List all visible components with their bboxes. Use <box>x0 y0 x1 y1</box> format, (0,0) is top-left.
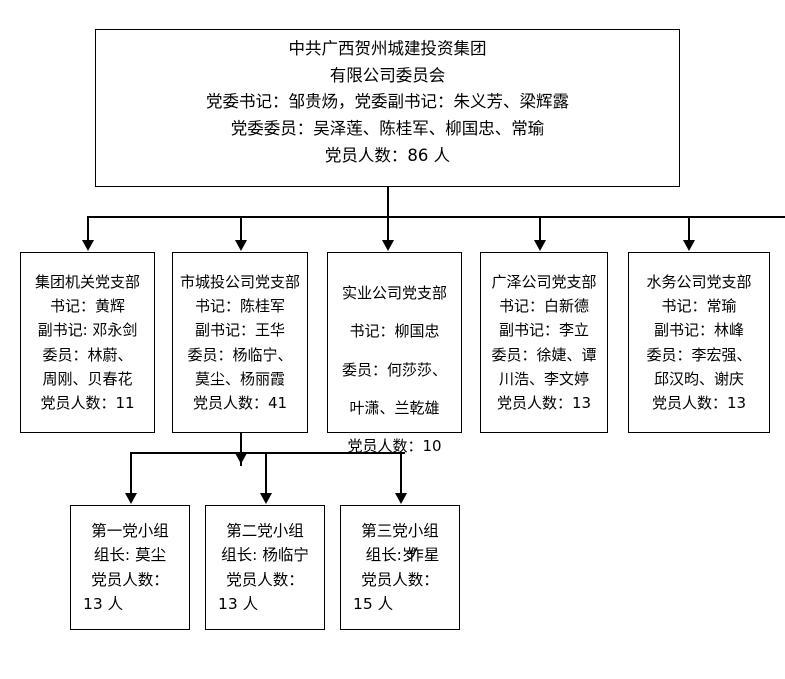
branch3-line-3: 副书记：李立 <box>498 321 589 340</box>
arrowhead-g0 <box>125 493 137 504</box>
group2-leader-glyph-b: 作星 <box>408 546 440 565</box>
group1-count-label: 党员人数： <box>226 570 304 589</box>
node-guangze-company-branch[interactable]: 广泽公司党支部 书记：白新德 副书记：李立 委员：徐婕、谭 川浩、李文婷 党员人… <box>480 252 608 433</box>
group0-leader: 组长: 莫尘 <box>93 546 167 565</box>
connector-drop-b2 <box>387 216 389 241</box>
arrowhead-b3 <box>534 240 546 251</box>
group0-title: 第一党小组 <box>91 521 169 540</box>
node-industrial-company-branch[interactable]: 实业公司党支部 书记：柳国忠 委员：何莎莎、 叶潇、兰乾雄 党员人数：10 <box>327 252 462 455</box>
connector-root-stem <box>387 187 389 216</box>
branch2-line-5: 党员人数：10 <box>347 437 442 456</box>
group2-count-label: 党员人数： <box>361 570 439 589</box>
connector-drop-g1 <box>265 452 267 494</box>
branch3-line-5: 川浩、李文婷 <box>498 369 589 388</box>
branch4-line-4: 委员：李宏强、 <box>646 345 752 364</box>
branch1-line-3: 副书记：王华 <box>194 321 285 340</box>
group1-title: 第二党小组 <box>226 521 304 540</box>
root-line-2: 有限公司委员会 <box>329 65 446 85</box>
connector-group-bus <box>130 452 405 454</box>
connector-drop-g2 <box>400 452 402 494</box>
group1-count-value: 13 人 <box>218 594 259 613</box>
branch4-line-3: 副书记：林峰 <box>653 321 744 340</box>
branch4-line-6: 党员人数：13 <box>651 394 747 413</box>
connector-drop-b3 <box>539 216 541 241</box>
branch0-line-5: 周刚、贝春花 <box>42 369 133 388</box>
branch2-line-3: 委员：何莎莎、 <box>341 360 447 379</box>
connector-drop-b1 <box>240 216 242 241</box>
group2-leader: 组长:岁作星 <box>365 543 440 567</box>
branch3-line-2: 书记：白新德 <box>498 296 589 315</box>
branch1-line-5: 莫尘、杨丽霞 <box>194 369 285 388</box>
arrowhead-b4 <box>683 240 695 251</box>
branch4-line-5: 邱汉昀、谢庆 <box>653 369 744 388</box>
branch0-line-1: 集团机关党支部 <box>34 272 140 291</box>
node-water-company-branch[interactable]: 水务公司党支部 书记：常瑜 副书记：林峰 委员：李宏强、 邱汉昀、谢庆 党员人数… <box>628 252 770 433</box>
arrowhead-b2 <box>382 240 394 251</box>
node-party-group-two[interactable]: 第二党小组 组长: 杨临宁 党员人数： 13 人 <box>205 505 325 630</box>
connector-branch1-stem <box>240 433 242 466</box>
connector-drop-b4 <box>688 216 690 241</box>
node-group-agency-branch[interactable]: 集团机关党支部 书记：黄辉 副书记: 邓永剑 委员：林蔚、 周刚、贝春花 党员人… <box>20 252 155 433</box>
branch2-line-4: 叶潇、兰乾雄 <box>349 398 440 417</box>
root-line-4: 党委委员：吴泽莲、陈桂军、柳国忠、常瑜 <box>230 119 545 139</box>
connector-drop-b0 <box>87 216 89 241</box>
group0-count-value: 13 人 <box>83 594 124 613</box>
branch1-line-4: 委员：杨临宁、 <box>187 345 293 364</box>
group0-count-label: 党员人数： <box>91 570 169 589</box>
root-line-5: 党员人数：86 人 <box>324 145 451 165</box>
root-line-1: 中共广西贺州城建投资集团 <box>288 39 487 58</box>
arrowhead-branch1-stem <box>235 453 247 464</box>
node-party-group-one[interactable]: 第一党小组 组长: 莫尘 党员人数： 13 人 <box>70 505 190 630</box>
node-party-group-three[interactable]: 第三党小组 组长:岁作星 党员人数： 15 人 <box>340 505 460 630</box>
branch0-line-6: 党员人数：11 <box>40 394 135 413</box>
arrowhead-g2 <box>395 493 407 504</box>
group2-leader-glyph-a: 岁 <box>401 546 418 565</box>
node-party-committee[interactable]: 中共广西贺州城建投资集团 有限公司委员会 党委书记：邹贵炀，党委副书记：朱义芳、… <box>95 29 680 187</box>
branch3-line-6: 党员人数：13 <box>496 394 592 413</box>
group2-title: 第三党小组 <box>361 521 439 540</box>
arrowhead-g1 <box>260 493 272 504</box>
branch4-line-1: 水务公司党支部 <box>646 272 752 291</box>
connector-branch-bus <box>87 216 785 218</box>
branch2-line-1: 实业公司党支部 <box>341 284 447 302</box>
branch2-line-2: 书记：柳国忠 <box>349 322 440 341</box>
branch4-line-2: 书记：常瑜 <box>661 296 737 315</box>
arrowhead-b0 <box>82 240 94 251</box>
branch3-line-4: 委员：徐婕、谭 <box>491 345 597 364</box>
group1-leader: 组长: 杨临宁 <box>221 546 309 565</box>
branch1-line-2: 书记：陈桂军 <box>194 296 285 315</box>
branch0-line-3: 副书记: 邓永剑 <box>37 321 138 340</box>
connector-drop-g0 <box>130 452 132 494</box>
branch1-line-1: 市城投公司党支部 <box>179 272 300 291</box>
root-line-3: 党委书记：邹贵炀，党委副书记：朱义芳、梁辉露 <box>206 92 569 112</box>
arrowhead-b1 <box>235 240 247 251</box>
branch3-line-1: 广泽公司党支部 <box>491 272 597 291</box>
node-city-investment-branch[interactable]: 市城投公司党支部 书记：陈桂军 副书记：王华 委员：杨临宁、 莫尘、杨丽霞 党员… <box>172 252 308 433</box>
group2-leader-prefix: 组长: <box>365 546 402 565</box>
group2-count-value: 15 人 <box>353 594 394 613</box>
branch0-line-4: 委员：林蔚、 <box>42 345 133 364</box>
branch0-line-2: 书记：黄辉 <box>49 296 125 315</box>
branch1-line-6: 党员人数：41 <box>192 394 288 413</box>
